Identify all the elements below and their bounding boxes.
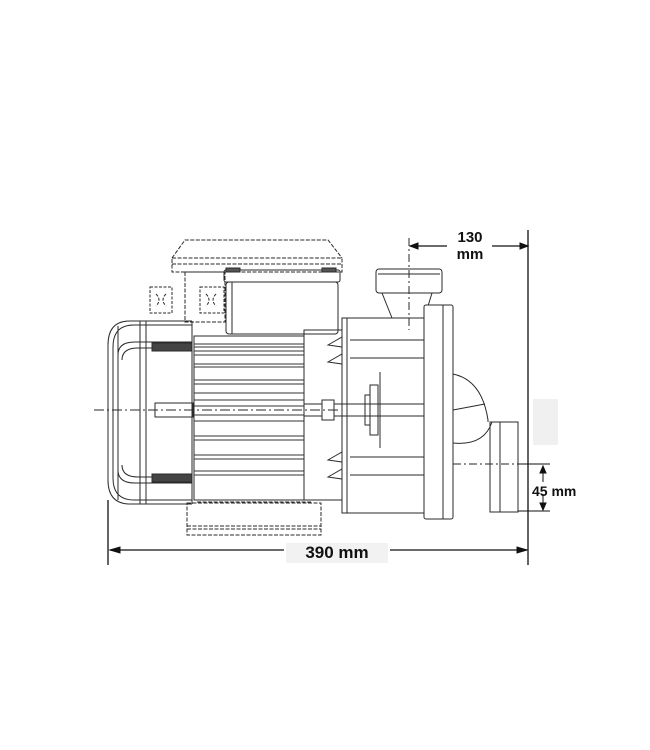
discharge-outlet bbox=[452, 373, 548, 513]
dimension-lines bbox=[107, 230, 550, 565]
motor-base bbox=[186, 501, 322, 536]
fan-cover bbox=[107, 320, 194, 505]
pump-bracket bbox=[303, 317, 427, 514]
suction-port bbox=[375, 238, 443, 330]
background-patch bbox=[533, 399, 558, 445]
pump-housing-flange bbox=[423, 304, 454, 520]
dimension-label-390mm: 390 mm bbox=[286, 543, 388, 563]
motor-body bbox=[193, 335, 305, 501]
terminal-box-lid bbox=[171, 239, 343, 273]
dimension-label-130mm: 130 mm bbox=[448, 229, 492, 264]
dimension-unit: mm bbox=[456, 246, 484, 264]
dimension-label-45mm: 45 mm bbox=[532, 483, 577, 499]
cable-glands bbox=[149, 286, 225, 314]
impeller-shaft bbox=[94, 399, 427, 421]
dimension-value: 130 bbox=[457, 229, 483, 246]
terminal-box bbox=[184, 267, 341, 335]
